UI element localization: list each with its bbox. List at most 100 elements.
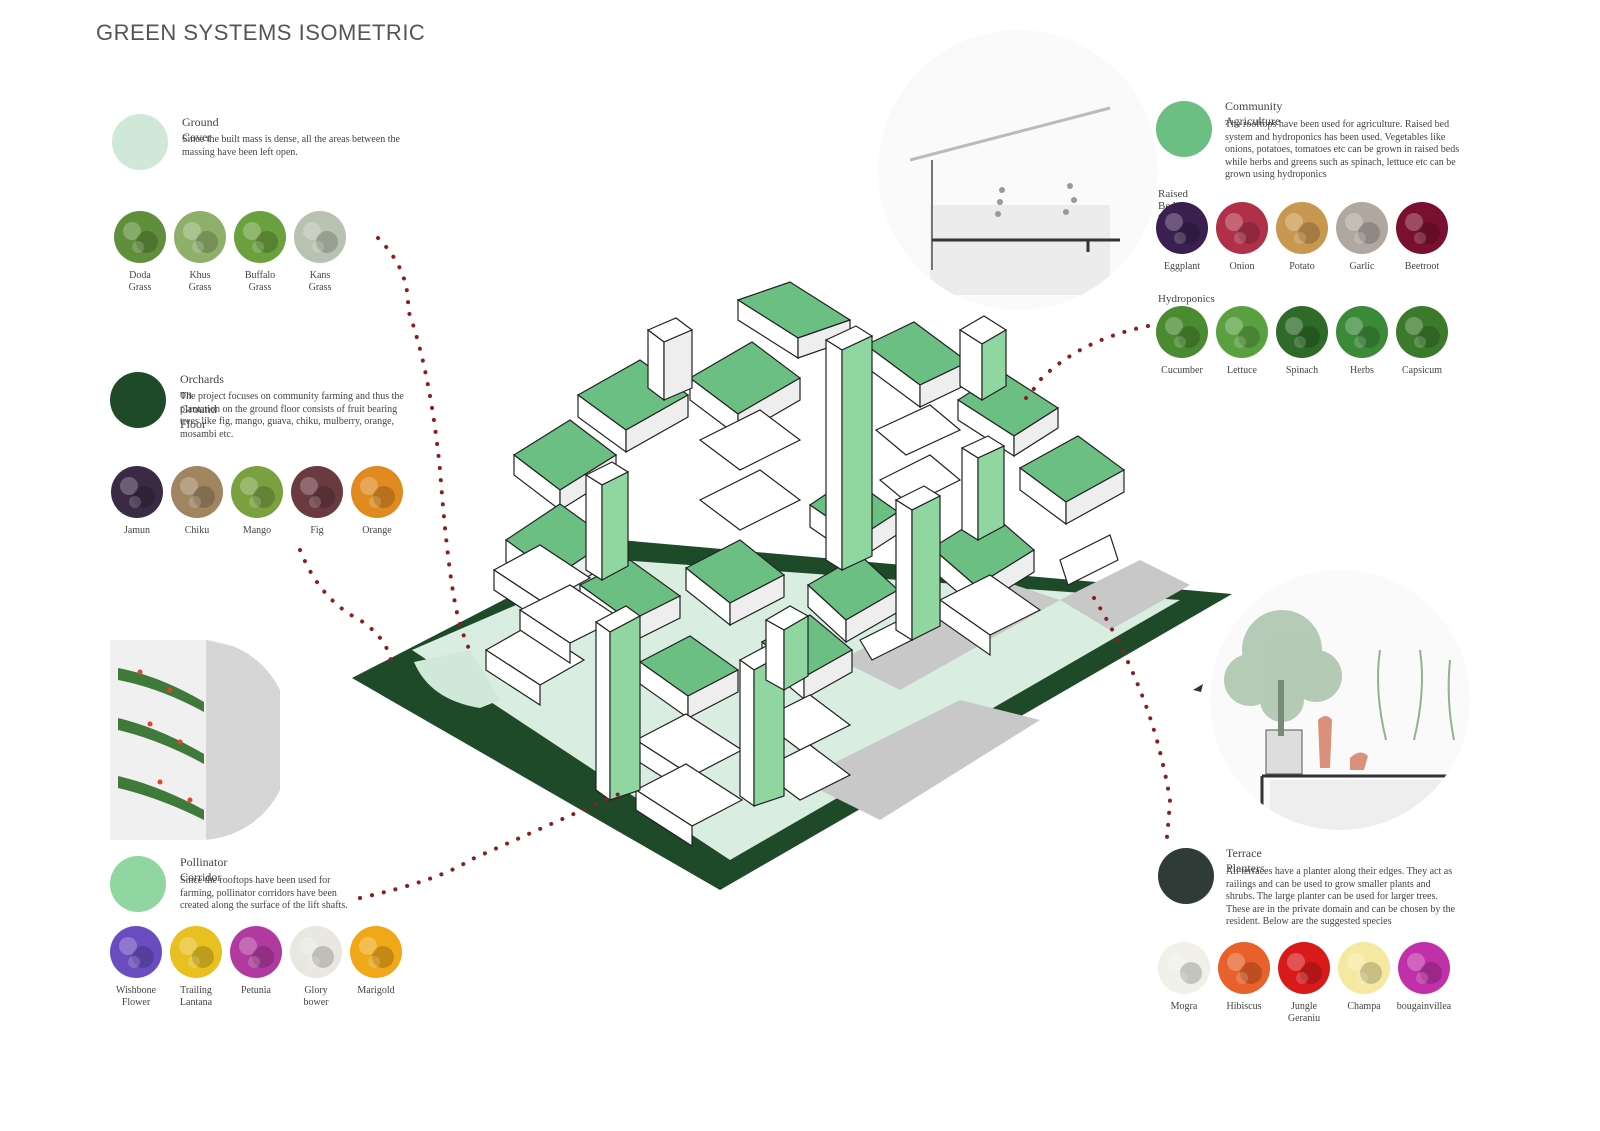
plant-label: Herbs	[1350, 365, 1374, 376]
flower-icon	[1158, 942, 1210, 994]
pollinator-text: Since the rooftops have been used for fa…	[180, 875, 348, 911]
flower-icon	[110, 926, 162, 978]
plant-label: Doda Grass	[128, 270, 152, 293]
plant-item: Mango	[227, 466, 287, 537]
pollinator-swatch	[110, 856, 166, 912]
vegetable-icon	[1216, 202, 1268, 254]
vegetable-icon	[1336, 306, 1388, 358]
plant-label: Marigold	[357, 985, 395, 996]
community-swatch	[1156, 101, 1212, 157]
flower-icon	[1338, 942, 1390, 994]
plant-label: Lettuce	[1227, 365, 1257, 376]
vegetable-icon	[1396, 306, 1448, 358]
plant-label: Garlic	[1349, 261, 1375, 272]
flower-icon	[290, 926, 342, 978]
pollinator-wall-vignette	[110, 640, 280, 840]
building-cluster	[484, 281, 1126, 848]
fruit-icon	[231, 466, 283, 518]
vegetable-icon	[1156, 306, 1208, 358]
plant-label: Cucumber	[1161, 365, 1203, 376]
vegetable-icon	[1156, 202, 1208, 254]
plant-label: Capsicum	[1402, 365, 1442, 376]
plant-label: Kans Grass	[308, 270, 332, 293]
plant-label: Champa	[1347, 1001, 1381, 1012]
page-title: GREEN SYSTEMS ISOMETRIC	[96, 20, 426, 45]
flower-icon	[1278, 942, 1330, 994]
plant-item: Mogra	[1154, 942, 1214, 1013]
orchards-title: Orchards on Ground Floor	[180, 372, 224, 431]
plant-label: Khus Grass	[188, 270, 212, 293]
grass-icon	[294, 211, 346, 263]
plant-item: Eggplant	[1152, 202, 1212, 273]
ground-cover-text: Since the built mass is dense, all the a…	[182, 134, 400, 158]
plant-label: Potato	[1289, 261, 1315, 272]
plant-item: Beetroot	[1392, 202, 1452, 273]
plant-label: Hibiscus	[1226, 1001, 1262, 1012]
plant-label: Fig	[310, 525, 324, 536]
flower-icon	[230, 926, 282, 978]
community-title: Community Agriculture	[1225, 99, 1283, 128]
vegetable-icon	[1336, 202, 1388, 254]
plant-item: Marigold	[346, 926, 406, 997]
plant-label: Beetroot	[1404, 261, 1440, 272]
hydroponics-title: Hydroponics	[1158, 293, 1215, 305]
fruit-icon	[111, 466, 163, 518]
plant-item: Orange	[347, 466, 407, 537]
fruit-icon	[171, 466, 223, 518]
grass-icon	[234, 211, 286, 263]
plant-item: Wishbone Flower	[106, 926, 166, 1009]
plant-item: Spinach	[1272, 306, 1332, 377]
plant-item: Petunia	[226, 926, 286, 997]
plant-label: Petunia	[241, 985, 271, 996]
plant-item: Capsicum	[1392, 306, 1452, 377]
grass-icon	[174, 211, 226, 263]
hydroponics-vignette	[878, 30, 1158, 310]
plant-item: Glory bower	[286, 926, 346, 1009]
plant-item: Trailing Lantana	[166, 926, 226, 1009]
plant-item: Champa	[1334, 942, 1394, 1013]
vegetable-icon	[1216, 306, 1268, 358]
plant-item: Lettuce	[1212, 306, 1272, 377]
plant-label: Eggplant	[1163, 261, 1201, 272]
ground-cover-swatch	[112, 114, 168, 170]
plant-label: Onion	[1229, 261, 1255, 272]
terrace-vignette	[1210, 570, 1470, 830]
plant-label: Mango	[242, 525, 272, 536]
plant-item: Cucumber	[1152, 306, 1212, 377]
community-text: The rooftops have been used for agricult…	[1225, 119, 1460, 180]
flower-icon	[350, 926, 402, 978]
plant-item: Hibiscus	[1214, 942, 1274, 1013]
terrace-text: All terraces have a planter along their …	[1226, 866, 1456, 927]
plant-item: Khus Grass	[170, 211, 230, 294]
plant-item: Potato	[1272, 202, 1332, 273]
plant-item: Buffalo Grass	[230, 211, 290, 294]
pollinator-title: Pollinator Corridor	[180, 855, 228, 884]
fruit-icon	[291, 466, 343, 518]
terrace-swatch	[1158, 848, 1214, 904]
flower-icon	[1218, 942, 1270, 994]
plant-item: Doda Grass	[110, 211, 170, 294]
ground-cover-title: Ground Cover	[182, 115, 219, 144]
flower-icon	[170, 926, 222, 978]
plant-label: Spinach	[1285, 365, 1319, 376]
plant-label: Glory bower	[303, 985, 329, 1008]
plant-label: Wishbone Flower	[115, 985, 157, 1008]
plant-label: Chiku	[184, 525, 210, 536]
terrace-title: Terrace Planters	[1226, 846, 1265, 875]
plant-label: Jamun	[123, 525, 151, 536]
plant-label: Buffalo Grass	[244, 270, 276, 293]
plant-item: Chiku	[167, 466, 227, 537]
dotted-connectors	[298, 236, 1173, 900]
vegetable-icon	[1276, 306, 1328, 358]
plant-label: Trailing Lantana	[179, 985, 213, 1008]
flower-icon	[1398, 942, 1450, 994]
vegetable-icon	[1396, 202, 1448, 254]
plant-item: Garlic	[1332, 202, 1392, 273]
fruit-icon	[351, 466, 403, 518]
plant-item: Fig	[287, 466, 347, 537]
vegetable-icon	[1276, 202, 1328, 254]
plant-item: Jungle Geraniu	[1274, 942, 1334, 1025]
plant-label: Orange	[362, 525, 392, 536]
plant-label: bougainvillea	[1396, 1001, 1452, 1012]
